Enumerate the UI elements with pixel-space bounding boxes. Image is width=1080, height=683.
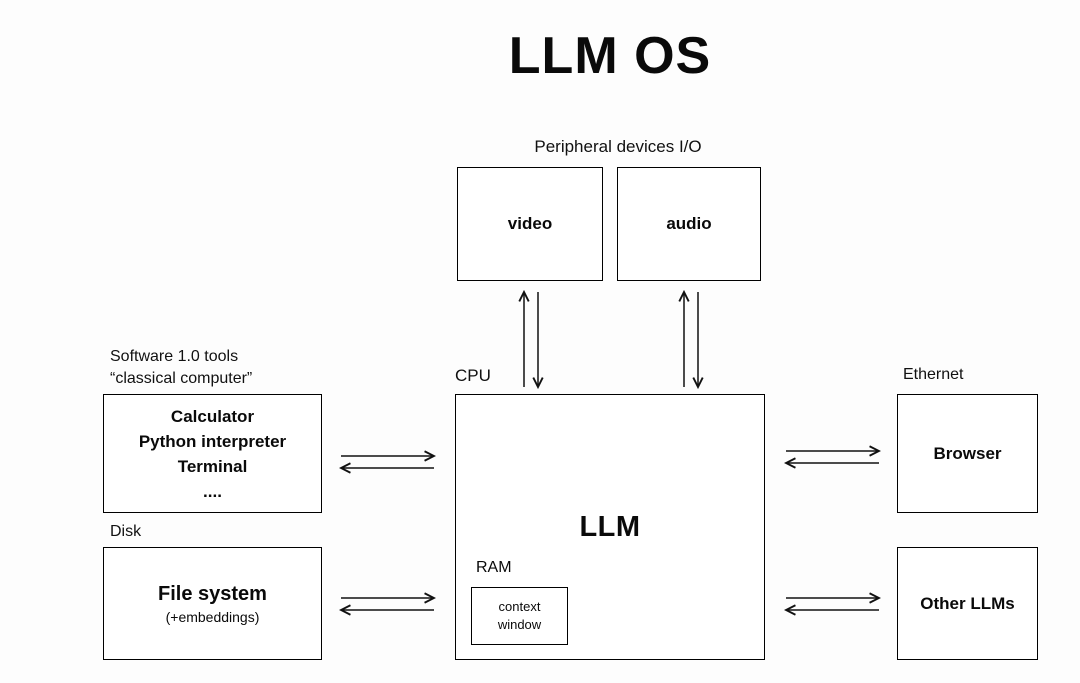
- context-window-label: context window: [497, 599, 542, 632]
- other-llms-label: Other LLMs: [920, 593, 1015, 613]
- llm-label: LLM: [579, 510, 641, 543]
- software-tools-caption: Software 1.0 tools “classical computer”: [110, 346, 252, 390]
- browser-box: Browser: [897, 394, 1038, 513]
- software-tools-box: Calculator Python interpreter Terminal .…: [103, 394, 322, 513]
- ethernet-label: Ethernet: [903, 366, 964, 383]
- browser-label: Browser: [933, 443, 1002, 463]
- file-system-title: File system: [158, 582, 267, 605]
- software-tools-caption-line1: Software 1.0 tools: [110, 348, 239, 365]
- disk-label: Disk: [110, 523, 142, 540]
- tool-item-terminal: Terminal: [177, 456, 248, 476]
- context-window-box: context window: [471, 587, 568, 645]
- file-system-subtitle: (+embeddings): [165, 608, 260, 625]
- cpu-label: CPU: [455, 366, 491, 385]
- video-label: video: [507, 214, 553, 233]
- audio-box: audio: [617, 167, 761, 281]
- ram-label: RAM: [476, 559, 512, 576]
- software-tools-caption-line2: “classical computer”: [110, 370, 253, 387]
- audio-label: audio: [666, 214, 712, 233]
- other-llms-box: Other LLMs: [897, 547, 1038, 660]
- tool-item-python-interpreter: Python interpreter: [138, 431, 287, 451]
- diagram-title: LLM OS: [508, 27, 712, 85]
- video-box: video: [457, 167, 603, 281]
- peripheral-devices-label: Peripheral devices I/O: [534, 137, 702, 156]
- llm-box: LLM RAM context window: [455, 394, 765, 660]
- tool-item-calculator: Calculator: [170, 406, 255, 426]
- file-system-box: File system (+embeddings): [103, 547, 322, 660]
- tool-item-ellipsis: ....: [203, 481, 222, 501]
